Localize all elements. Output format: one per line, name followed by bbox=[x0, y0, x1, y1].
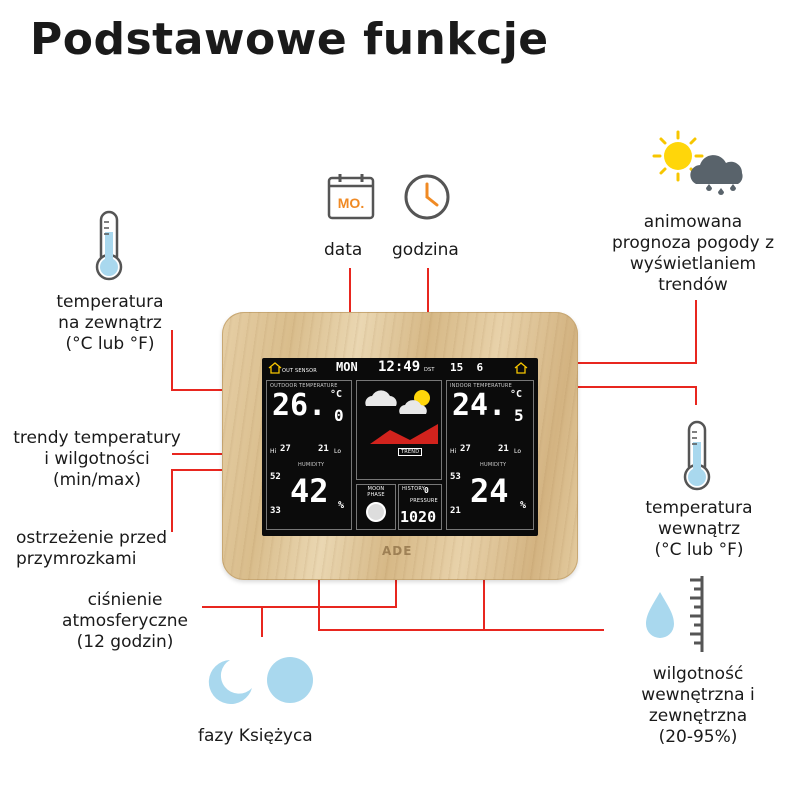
label-temp-out-line: na zewnątrz bbox=[58, 313, 162, 333]
label-data: data bbox=[324, 240, 363, 260]
label-forecast-line: animowana bbox=[643, 212, 743, 232]
in-temp-readout: 24. bbox=[452, 388, 507, 423]
history-value: 0 bbox=[424, 486, 429, 495]
label-temp-out: temperatura na zewnątrz (°C lub °F) bbox=[40, 292, 180, 355]
out-temp-decimal: 0 bbox=[334, 406, 344, 425]
out-sensor-label: OUT SENSOR bbox=[282, 368, 317, 374]
thermometer-icon bbox=[95, 210, 123, 281]
clock-icon bbox=[404, 174, 450, 220]
moon-phase-label: MOON PHASE bbox=[367, 486, 385, 498]
house-out-icon bbox=[268, 362, 282, 374]
label-humidity-line: zewnętrzna bbox=[648, 706, 748, 726]
label-pressure: ciśnienie atmosferyczne (12 godzin) bbox=[50, 590, 200, 653]
label-forecast-line: trendów bbox=[658, 275, 728, 295]
thermometer-icon bbox=[683, 420, 711, 491]
label-frost-line: przymrozkami bbox=[16, 549, 137, 569]
calendar-icon-text: MO. bbox=[338, 195, 364, 211]
label-pressure-line: (12 godzin) bbox=[76, 632, 174, 652]
out-hum-lo: 33 bbox=[270, 506, 281, 516]
label-humidity-line: wilgotność bbox=[652, 664, 744, 684]
outdoor-label: OUTDOOR TEMPERATURE bbox=[270, 383, 338, 389]
in-lo-value: 21 bbox=[498, 444, 509, 454]
in-hi-label: Hi bbox=[450, 448, 457, 455]
label-moon: fazy Księżyca bbox=[198, 726, 313, 746]
label-frost: ostrzeżenie przed przymrozkami bbox=[16, 528, 167, 570]
pressure-panel bbox=[398, 484, 442, 530]
out-lo-value: 21 bbox=[318, 444, 329, 454]
out-hum-hi: 52 bbox=[270, 472, 281, 482]
out-humidity-readout: 42 bbox=[290, 472, 329, 510]
full-moon-icon bbox=[267, 657, 313, 703]
pressure-readout: 1020 bbox=[400, 508, 437, 526]
indoor-panel bbox=[446, 380, 534, 530]
out-temp-readout: 26. bbox=[272, 388, 327, 423]
calendar-icon: MO. bbox=[327, 174, 375, 220]
in-hum-lo: 21 bbox=[450, 506, 461, 516]
forecast-panel bbox=[356, 380, 442, 480]
in-hum-hi: 53 bbox=[450, 472, 461, 482]
label-temp-in: temperatura wewnątrz (°C lub °F) bbox=[626, 498, 772, 561]
out-hi-value: 27 bbox=[280, 444, 291, 454]
sun-cloud-rain-icon bbox=[652, 130, 743, 195]
out-lo-label: Lo bbox=[334, 448, 342, 455]
in-humidity-readout: 24 bbox=[470, 472, 509, 510]
date-readout: 15 6 bbox=[450, 361, 484, 374]
label-trends: trendy temperatury i wilgotności (min/ma… bbox=[4, 428, 190, 491]
label-pressure-line: ciśnienie bbox=[87, 590, 163, 610]
label-forecast-line: wyświetlaniem bbox=[629, 254, 757, 274]
outdoor-panel bbox=[266, 380, 352, 530]
label-humidity: wilgotność wewnętrzna i zewnętrzna (20-9… bbox=[616, 664, 780, 748]
label-temp-in-line: temperatura bbox=[645, 498, 753, 518]
time-readout: 12:49 bbox=[378, 359, 421, 375]
in-lo-label: Lo bbox=[514, 448, 522, 455]
trend-label: TREND bbox=[398, 448, 423, 456]
moon-crescent-icon bbox=[208, 660, 252, 704]
out-temp-unit: °C bbox=[330, 389, 343, 400]
label-godzina: godzina bbox=[392, 240, 459, 260]
in-temp-decimal: 5 bbox=[514, 406, 524, 425]
in-humidity-label: HUMIDITY bbox=[480, 462, 507, 468]
label-trends-line: trendy temperatury bbox=[13, 428, 181, 448]
label-trends-line: (min/max) bbox=[52, 470, 142, 490]
dst-label: DST bbox=[424, 367, 435, 373]
moon-phase-icon bbox=[366, 502, 386, 522]
water-drop-icon bbox=[646, 576, 704, 652]
out-humidity-unit: % bbox=[338, 500, 345, 511]
label-humidity-line: wewnętrzna i bbox=[641, 685, 755, 705]
moon-panel bbox=[356, 484, 396, 530]
label-temp-in-line: (°C lub °F) bbox=[654, 540, 744, 560]
history-label: HISTORY bbox=[402, 486, 426, 492]
label-pressure-line: atmosferyczne bbox=[62, 611, 188, 631]
weather-station-device: OUT SENSOR MON 12:49 DST 15 6 OUTDOOR TE… bbox=[222, 312, 578, 580]
day-readout: MON bbox=[336, 360, 358, 374]
house-in-icon bbox=[514, 362, 528, 374]
label-temp-out-line: temperatura bbox=[56, 292, 164, 312]
indoor-label: INDOOR TEMPERATURE bbox=[450, 383, 512, 389]
label-forecast: animowana prognoza pogody z wyświetlanie… bbox=[598, 212, 788, 296]
label-trends-line: i wilgotności bbox=[44, 449, 150, 469]
label-temp-in-line: wewnątrz bbox=[657, 519, 741, 539]
forecast-animation bbox=[365, 390, 438, 444]
brand-logo: ADE bbox=[382, 544, 413, 558]
in-temp-unit: °C bbox=[510, 389, 523, 400]
label-forecast-line: prognoza pogody z bbox=[611, 233, 775, 253]
out-hi-label: Hi bbox=[270, 448, 277, 455]
pressure-label: PRESSURE bbox=[410, 498, 438, 504]
label-humidity-line: (20-95%) bbox=[658, 727, 738, 747]
lcd-screen: OUT SENSOR MON 12:49 DST 15 6 OUTDOOR TE… bbox=[262, 358, 538, 536]
page-title: Podstawowe funkcje bbox=[30, 14, 549, 65]
out-humidity-label: HUMIDITY bbox=[298, 462, 325, 468]
in-hi-value: 27 bbox=[460, 444, 471, 454]
in-humidity-unit: % bbox=[520, 500, 527, 511]
label-frost-line: ostrzeżenie przed bbox=[16, 528, 167, 548]
label-temp-out-line: (°C lub °F) bbox=[65, 334, 155, 354]
